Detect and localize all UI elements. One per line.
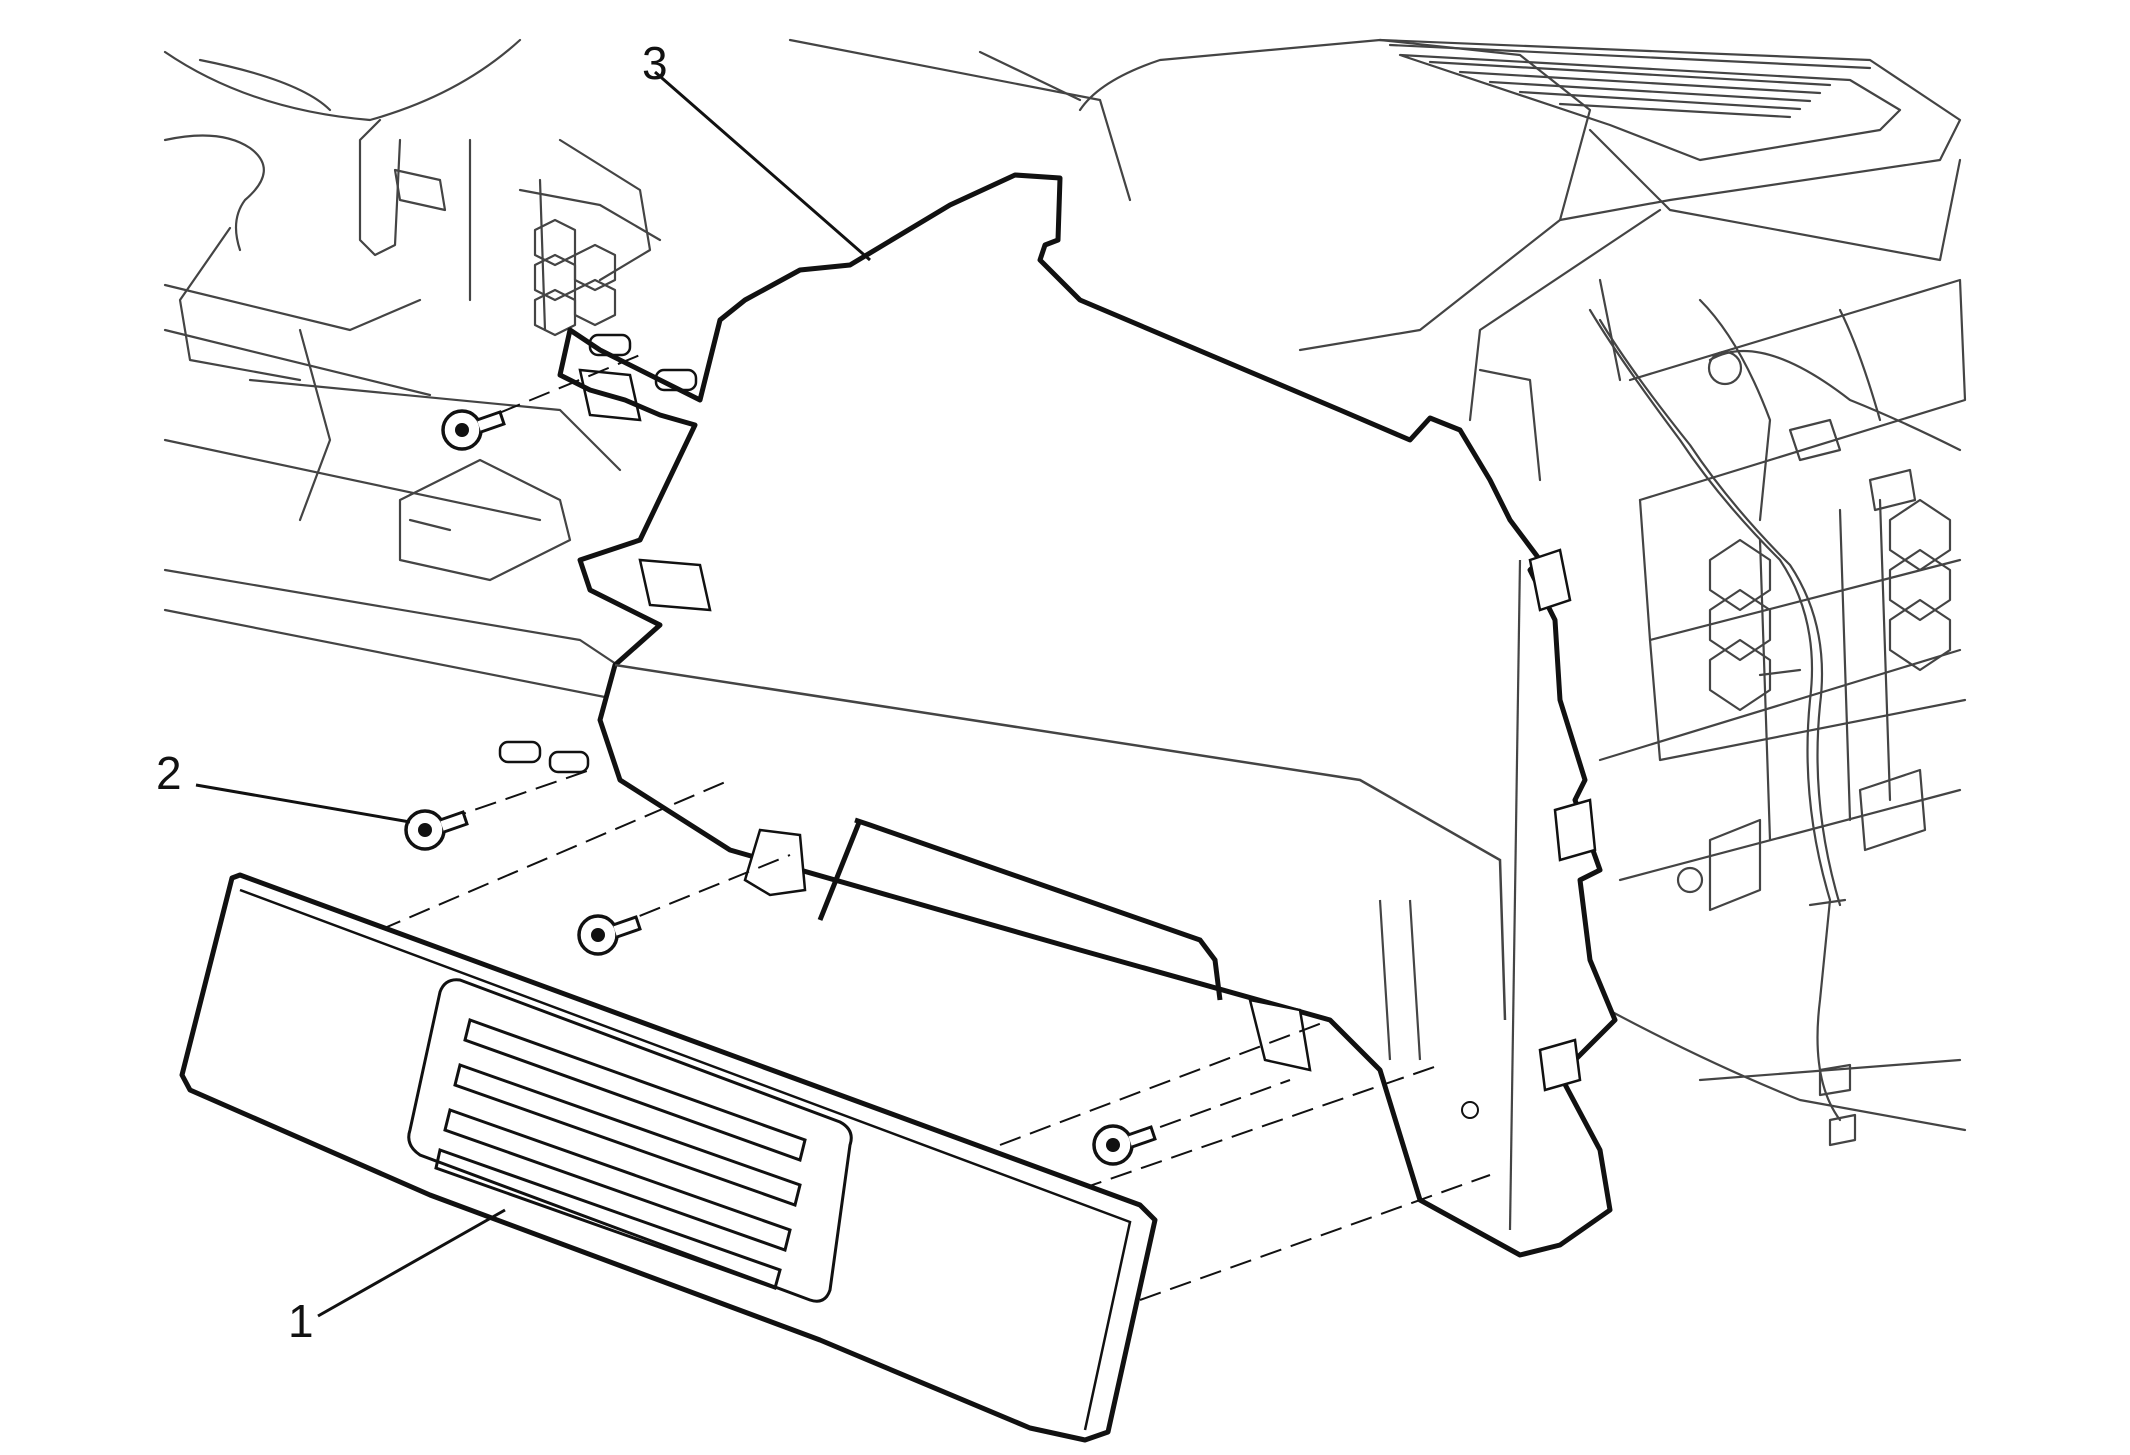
background-structure: [163, 38, 1967, 1147]
fastener-bolt: [1092, 1124, 1157, 1166]
leader-line-1: [317, 1208, 506, 1318]
fastener-bolts: [404, 409, 1157, 1166]
vent-slats: [434, 1018, 807, 1290]
fastener-bolt: [441, 409, 506, 451]
leader-line-2: [195, 783, 411, 824]
callout-1: 1: [288, 1295, 314, 1347]
callout-3: 3: [642, 37, 668, 89]
leader-lines: [195, 70, 871, 1318]
center-console-side-panel: [498, 172, 1618, 1258]
lower-trim-panel: [179, 872, 1158, 1443]
fastener-bolt: [404, 809, 469, 851]
callout-2: 2: [156, 747, 182, 799]
fastener-bolt: [577, 914, 642, 956]
leader-line-3: [654, 70, 871, 262]
